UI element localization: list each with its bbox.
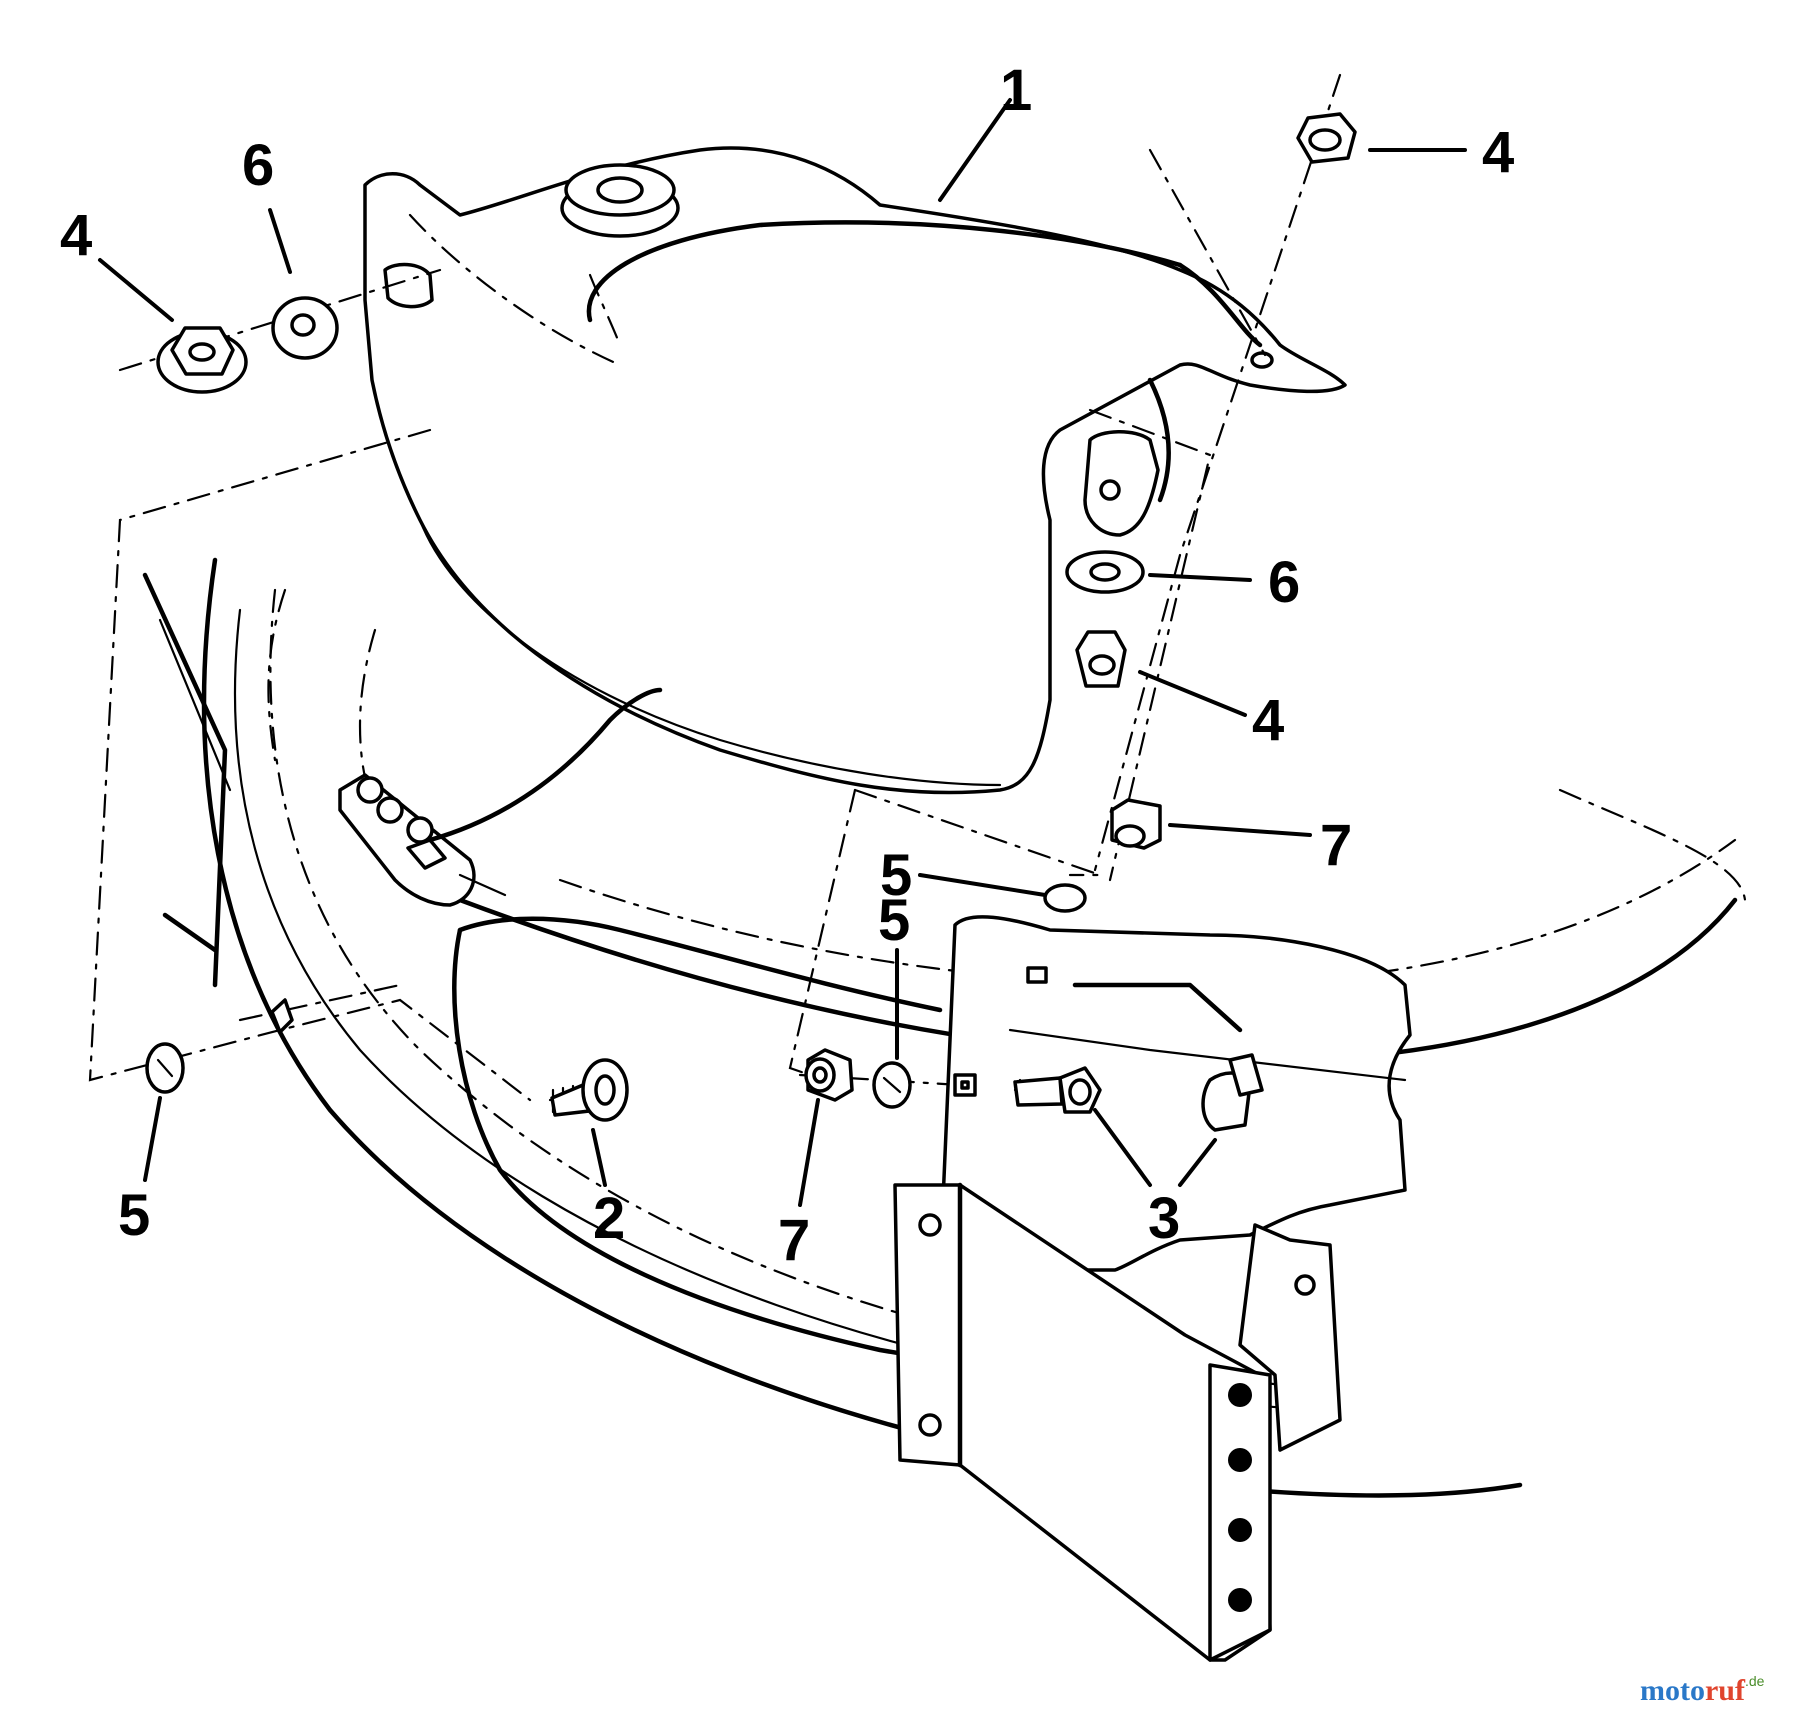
bolt-3: [1013, 1066, 1102, 1114]
washer-right: [1065, 550, 1145, 594]
square-nut-center: [953, 1073, 977, 1097]
callout-6-left: 6: [242, 133, 274, 198]
square-nut-left: [270, 998, 294, 1034]
callout-7-center: 7: [778, 1208, 810, 1273]
callout-3: 3: [1148, 1186, 1180, 1251]
callout-2: 2: [593, 1186, 625, 1251]
nut-top-right: [1296, 112, 1357, 164]
skid-plate: [893, 915, 1412, 1662]
lock-washer-center: [1043, 883, 1087, 913]
callout-4-top-right: 4: [1482, 120, 1514, 185]
lock-washer-bottom: [872, 1061, 912, 1109]
watermark: motoruf.de: [1640, 1673, 1765, 1707]
callout-1: 1: [1000, 58, 1032, 123]
spacer-right: [1110, 798, 1162, 850]
watermark-part-1: moto: [1640, 1674, 1705, 1707]
leader-lines: [98, 98, 1467, 1207]
bolt-2: [548, 1058, 629, 1122]
callout-4-mid-right: 4: [1252, 688, 1284, 753]
deck-bracket: [338, 687, 663, 907]
callout-7-right: 7: [1320, 813, 1352, 878]
callout-5-center: 5: [878, 888, 910, 953]
callout-6-right: 6: [1268, 550, 1300, 615]
chute-shell: [363, 146, 1347, 795]
watermark-part-2: ruf: [1705, 1674, 1746, 1707]
nut-mid-right: [1075, 630, 1127, 688]
lock-washer-left: [145, 1042, 185, 1094]
svg-text:motoruf.de: motoruf.de: [1640, 1673, 1765, 1707]
callout-4-left: 4: [60, 203, 92, 268]
callout-5-center-top: 5: [880, 843, 912, 908]
callout-5-left: 5: [118, 1183, 150, 1248]
spacer-center: [804, 1048, 854, 1102]
watermark-suffix: .de: [1745, 1673, 1765, 1689]
washer-left: [271, 296, 339, 360]
callouts: 1 6 4 4 6 4 7 5 5 5 2 7 3: [60, 58, 1514, 1273]
flange-nut-left: [156, 326, 248, 394]
hardware-parts: [145, 112, 1357, 1122]
